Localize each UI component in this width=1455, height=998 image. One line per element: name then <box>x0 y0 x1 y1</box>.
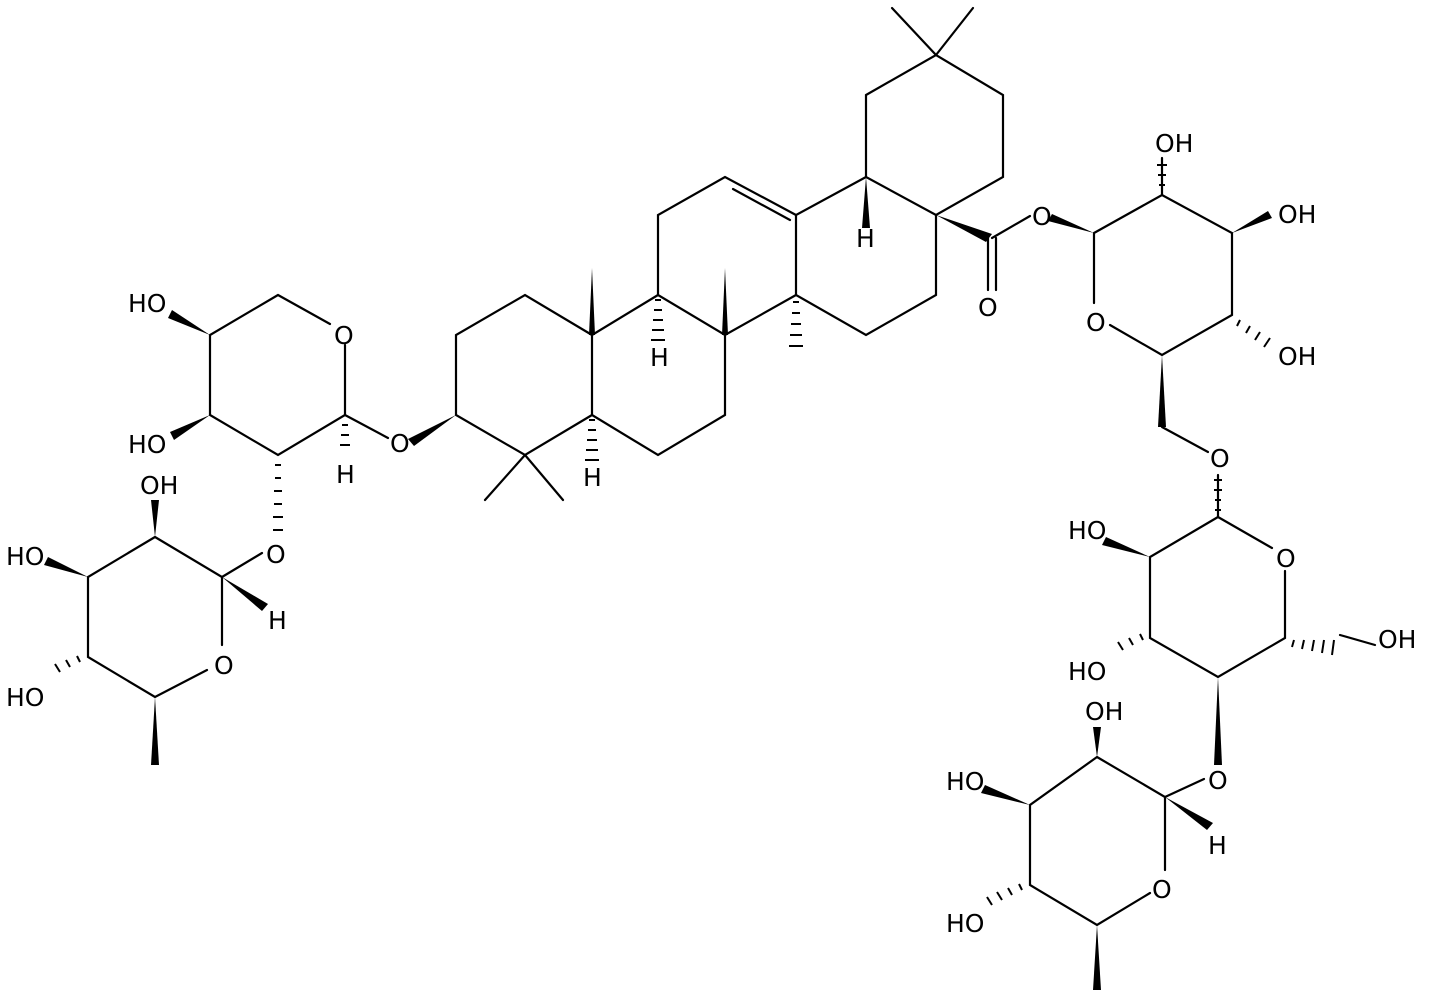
gem-dimethyl-ring-a <box>483 453 565 502</box>
rha1-ring-bonds <box>86 535 224 699</box>
atom-labels: HO HO O H O O OH HO H O HO H H H O O OH … <box>6 129 1416 938</box>
glc2-c4-wedge <box>1214 677 1222 765</box>
label-o-xyl-link: O <box>390 429 410 458</box>
rha2-h-wedge <box>1165 797 1213 830</box>
label-oh-glc1-top: OH <box>1155 129 1193 158</box>
glc1-anomeric-wedge <box>1048 214 1094 233</box>
rha1-ho-low-hash <box>54 655 81 673</box>
xyl-o-hash <box>273 464 283 531</box>
label-h-rha-anomeric: H <box>268 606 287 635</box>
label-oh-glc1-right: OH <box>1278 200 1316 229</box>
ring-e-bonds <box>864 53 1005 217</box>
label-ho-xyl-mid: HO <box>128 430 166 459</box>
methyl-c10-wedge <box>589 268 595 335</box>
rha1-h-wedge <box>222 577 268 611</box>
o3-wedge <box>408 415 456 446</box>
xyl-h-hash <box>340 424 350 446</box>
label-h-rha2-anomeric: H <box>1208 831 1227 860</box>
h-c5-hash <box>585 419 599 461</box>
glc1-oh-wedge <box>1232 211 1272 233</box>
label-o-glc2-ring: O <box>1276 544 1296 573</box>
rha2-ho-low-hash <box>986 883 1023 906</box>
label-h-c5: H <box>583 463 602 492</box>
label-o-glc2-rha2: O <box>1208 766 1228 795</box>
rha2-ho-wedge <box>981 785 1030 805</box>
rha1-o-link <box>220 551 264 579</box>
label-oh-rha2-top: OH <box>1085 697 1123 726</box>
label-ho-rha2-left: HO <box>946 767 984 796</box>
glc1-oh-low-hash <box>1236 319 1271 348</box>
methyl-c8-wedge <box>722 268 728 335</box>
label-ho-glc2-top: HO <box>1068 516 1106 545</box>
rha1-methyl-wedge <box>151 697 159 765</box>
xyl-o-link <box>343 413 390 440</box>
ring-a-bonds <box>454 293 594 457</box>
wedge-bonds <box>44 177 1272 990</box>
label-o-rha-ring: O <box>214 651 234 680</box>
bonds <box>86 6 1377 927</box>
glc2-ho-hash <box>1117 633 1144 651</box>
label-o-glc1-ring: O <box>1086 308 1106 337</box>
glc2-ch2oh-hash <box>1291 639 1335 656</box>
xyl-ho-wedge <box>168 310 210 335</box>
glc1-ring-bonds <box>1092 193 1234 357</box>
glc2-oh-wedge <box>1102 537 1150 557</box>
rha2-o-link <box>1163 777 1206 799</box>
ester-bonds <box>986 214 1032 292</box>
rha2-oh-wedge <box>1093 727 1101 757</box>
label-h-c9: H <box>650 343 669 372</box>
ring-c-bonds <box>656 175 798 337</box>
label-o-ester: O <box>1032 202 1052 231</box>
xyl-ring-bonds <box>208 293 347 457</box>
rha1-oh-wedge <box>151 500 159 537</box>
label-o-rha-link: O <box>266 540 286 569</box>
rha1-ho-wedge <box>44 557 88 577</box>
ring-b-bonds <box>590 293 727 457</box>
label-oh-rha-top: OH <box>140 471 178 500</box>
label-o-xyl-ring: O <box>334 321 354 350</box>
label-o-glc1-glc2: O <box>1210 444 1230 473</box>
label-h-xyl-anomeric: H <box>336 460 355 489</box>
gem-dimethyl-top <box>890 6 975 57</box>
h-c18-wedge <box>862 177 870 228</box>
xyl-ho2-wedge <box>170 415 210 440</box>
label-ho-rha-low: HO <box>6 683 44 712</box>
c28-wedge <box>936 215 992 242</box>
label-o-carbonyl: O <box>978 293 998 322</box>
label-o-rha2-ring: O <box>1152 875 1172 904</box>
label-oh-glc1-low: OH <box>1278 342 1316 371</box>
glc1-c5-wedge <box>1158 355 1166 427</box>
label-ho-rha2-low: HO <box>946 909 984 938</box>
label-ho-glc2-mid: HO <box>1068 657 1106 686</box>
glc2-ch2oh <box>1338 633 1377 647</box>
rha2-methyl-wedge <box>1093 925 1101 990</box>
label-oh-glc2-ch2: OH <box>1378 625 1416 654</box>
glc2-ring-bonds <box>1148 515 1287 679</box>
glc1-ch2 <box>1160 425 1210 454</box>
glc1-oh-top-hash <box>1157 164 1167 186</box>
ring-c-double-bond <box>731 187 792 222</box>
glc2-o-hash <box>1214 479 1222 511</box>
label-ho-xyl-top: HO <box>128 289 166 318</box>
label-h-c18: H <box>856 224 875 253</box>
label-ho-rha-left: HO <box>6 542 44 571</box>
hashed-bonds <box>54 164 1335 906</box>
rha2-ring-bonds <box>1028 755 1167 927</box>
methyl-c14-hash <box>789 301 803 347</box>
ring-d-bonds <box>794 175 938 337</box>
h-c9-hash <box>651 299 665 341</box>
